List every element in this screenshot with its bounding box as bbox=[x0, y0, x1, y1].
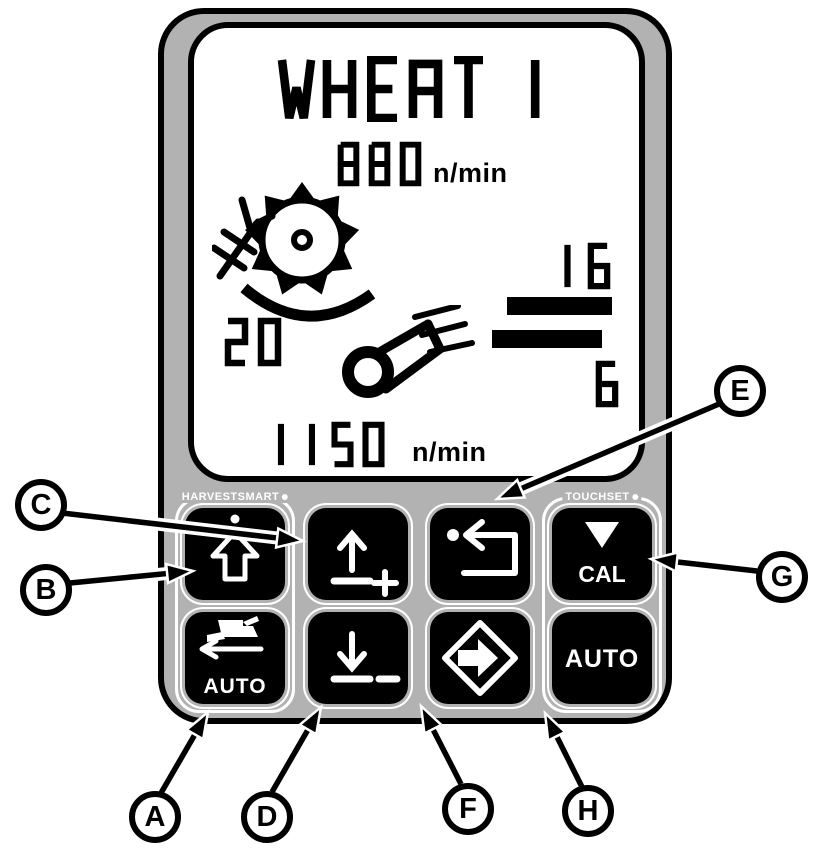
callout-h: H bbox=[562, 785, 614, 837]
drum-speed-unit: n/min bbox=[433, 158, 508, 188]
registered-mark-dot bbox=[282, 494, 289, 500]
upper-sieve-bar bbox=[507, 297, 612, 315]
cal-button[interactable]: CAL bbox=[552, 508, 652, 600]
threshing-drum-icon bbox=[212, 182, 376, 322]
touchset-label: TOUCHSET bbox=[562, 491, 642, 503]
harvestsmart-label-text: HARVESTSMART bbox=[181, 491, 280, 503]
auto-button-face: AUTO bbox=[565, 645, 639, 673]
lower-sieve-value bbox=[592, 360, 624, 408]
hollow-up-arrow-with-dot-icon bbox=[210, 514, 260, 582]
touchset-label-text: TOUCHSET bbox=[565, 491, 630, 503]
down-arrow-minus-icon bbox=[330, 631, 401, 683]
auto-button[interactable]: AUTO bbox=[552, 612, 652, 704]
callout-b: B bbox=[20, 564, 72, 616]
enter-button[interactable] bbox=[430, 612, 530, 704]
concave-opening-value bbox=[221, 317, 287, 367]
fan-speed-unit: n/min bbox=[412, 437, 487, 467]
up-arrow-plus-icon bbox=[330, 529, 399, 597]
harvestsmart-label: HARVESTSMART bbox=[178, 491, 292, 503]
crop-name-display bbox=[276, 56, 557, 122]
down-triangle-icon: CAL bbox=[578, 522, 626, 587]
cleaning-fan-icon bbox=[342, 305, 475, 398]
auto-button-label: AUTO bbox=[565, 645, 639, 673]
callout-f: F bbox=[442, 783, 494, 835]
registered-mark-dot bbox=[632, 494, 639, 500]
callout-c: C bbox=[15, 479, 67, 531]
crop-stalk-icon bbox=[212, 196, 276, 280]
lower-sieve-bar bbox=[492, 330, 602, 348]
cal-button-label: CAL bbox=[578, 561, 625, 587]
harvestsmart-auto-button[interactable]: AUTO bbox=[185, 612, 285, 704]
callout-d: D bbox=[241, 791, 293, 843]
header-raise-button[interactable] bbox=[185, 508, 285, 600]
drum-speed-value bbox=[334, 141, 427, 187]
escape-button[interactable] bbox=[430, 508, 530, 600]
decrease-button[interactable] bbox=[308, 612, 408, 704]
upper-sieve-value bbox=[552, 242, 616, 290]
combine-left-arrow-icon: AUTO bbox=[199, 616, 266, 698]
fan-speed-value bbox=[266, 421, 390, 468]
increase-button[interactable] bbox=[308, 508, 408, 600]
callout-arrow-a bbox=[155, 708, 210, 797]
harvestsmart-auto-label: AUTO bbox=[203, 675, 266, 698]
return-loop-arrow-icon bbox=[447, 519, 518, 576]
diamond-right-arrow-icon bbox=[442, 620, 518, 696]
callout-e: E bbox=[714, 365, 766, 417]
callout-arrow-h bbox=[543, 709, 588, 790]
callout-a: A bbox=[129, 791, 181, 843]
harvestsmart-group-outline: HARVESTSMART bbox=[175, 491, 295, 713]
callout-g: G bbox=[756, 551, 808, 603]
